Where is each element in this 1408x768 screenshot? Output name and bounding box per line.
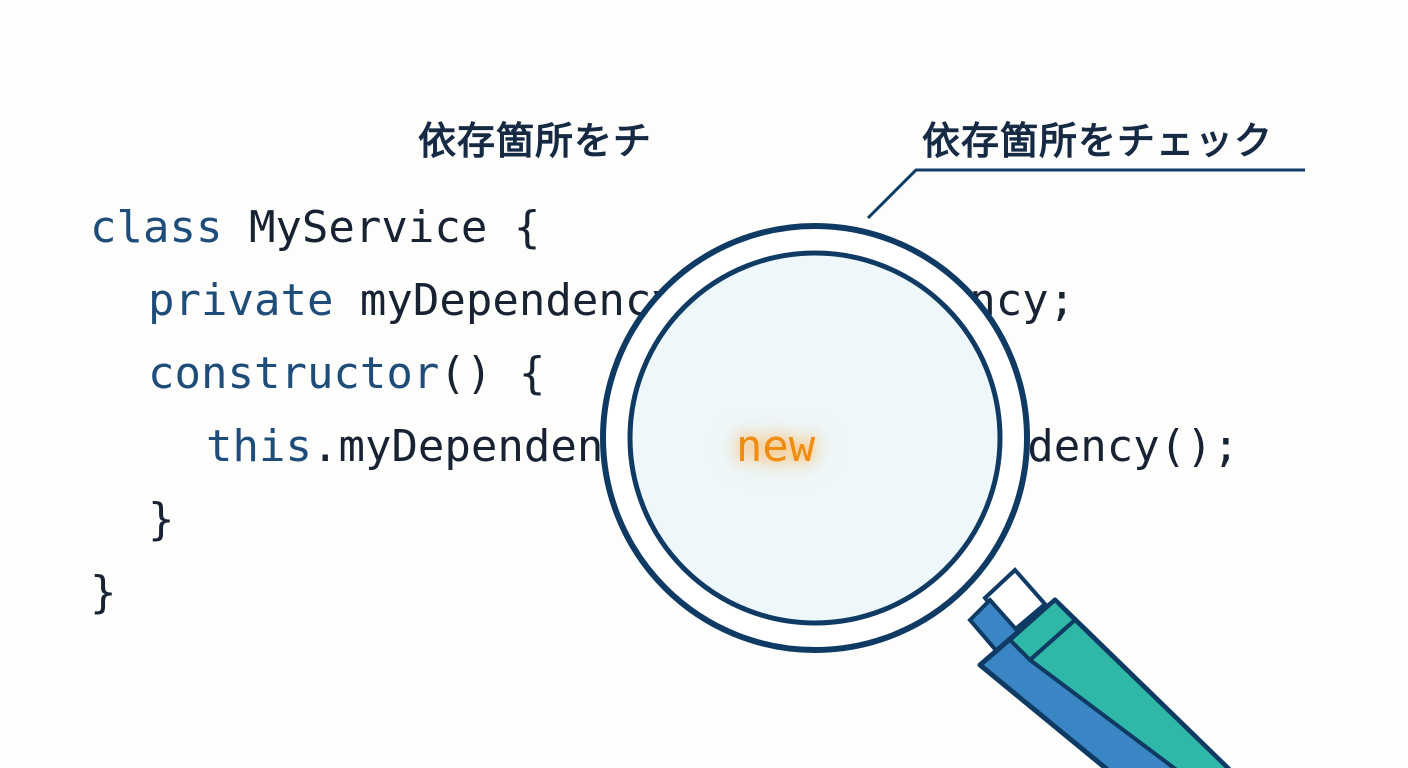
code-text: MyService { xyxy=(222,202,541,253)
keyword-this: this xyxy=(206,421,312,472)
code-line-6: } xyxy=(90,567,117,618)
leader-line xyxy=(866,168,1305,220)
caption-left: 依存箇所をチ xyxy=(418,119,653,163)
magnified-code-line: this.myDependency = new xyxy=(206,421,815,473)
keyword-class: class xyxy=(90,202,223,253)
caption-right: 依存箇所をチェック xyxy=(922,119,1274,163)
code-line-3: constructor() { xyxy=(148,348,545,400)
keyword-constructor: constructor xyxy=(148,348,440,399)
magnifier-handle xyxy=(967,567,1232,768)
code-text: () { xyxy=(439,348,546,399)
code-line-5: } xyxy=(148,494,175,545)
keyword-private: private xyxy=(148,275,334,326)
magnifier-lens xyxy=(627,250,1003,626)
magnified-new-keyword: new xyxy=(735,421,816,472)
code-line-1: class MyService { xyxy=(90,202,540,254)
